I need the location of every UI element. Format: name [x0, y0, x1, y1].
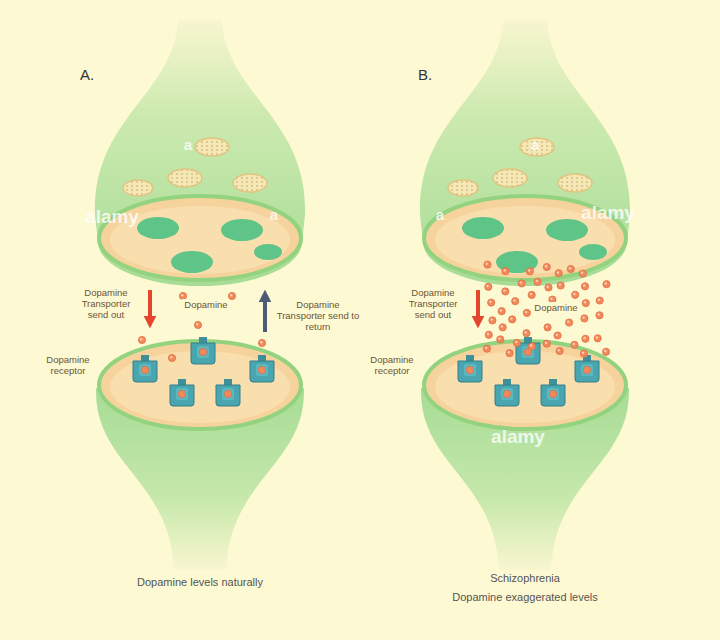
- dopamine-dot: [581, 315, 588, 322]
- watermark: a: [525, 136, 545, 153]
- dopamine-dot: [523, 309, 530, 316]
- dopamine-dot: [556, 347, 563, 354]
- panel-letter: A.: [80, 66, 120, 83]
- dopamine-dot: [572, 291, 579, 298]
- watermark: alamy: [77, 206, 147, 228]
- dopamine-dot: [502, 288, 509, 295]
- dopamine-dot: [513, 339, 520, 346]
- dopamine-dot: [603, 281, 610, 288]
- dopamine-dot: [523, 330, 530, 337]
- dopamine-dot: [554, 332, 561, 339]
- dopamine-dot: [567, 265, 574, 272]
- dopamine-dot: [488, 299, 495, 306]
- dopamine-dot: [498, 308, 505, 315]
- dopamine-dot: [603, 348, 610, 355]
- panel-letter: B.: [418, 66, 458, 83]
- dopamine-dot: [489, 317, 496, 324]
- dopamine-dot: [596, 312, 603, 319]
- caption: Dopamine exaggerated levels: [395, 591, 655, 604]
- caption: Dopamine levels naturally: [70, 576, 330, 589]
- dopamine-dots: [138, 292, 265, 361]
- dopamine-dot: [502, 268, 509, 275]
- dopamine-dot: [566, 319, 573, 326]
- dopamine-dot: [571, 341, 578, 348]
- dopamine-dot: [579, 270, 586, 277]
- dopamine-label: Dopamine: [176, 300, 236, 311]
- watermark: a: [178, 136, 198, 153]
- dopamine-dots: [483, 261, 610, 357]
- dopamine-dot: [485, 331, 492, 338]
- receptor-label: Dopamine receptor: [362, 355, 422, 377]
- dopamine-dot: [594, 335, 601, 342]
- dopamine-dot: [582, 300, 589, 307]
- watermark: a: [264, 206, 284, 223]
- dopamine-dot: [512, 298, 519, 305]
- dopamine-dot: [543, 263, 550, 270]
- dopamine-dot: [582, 335, 589, 342]
- dopamine-dot: [534, 278, 541, 285]
- dopamine-dot: [581, 283, 588, 290]
- dopamine-dot: [580, 350, 587, 357]
- release-arrow: [476, 290, 480, 322]
- dopamine-dot: [518, 280, 525, 287]
- dopamine-dot: [506, 350, 513, 357]
- watermark: a: [430, 206, 450, 223]
- dopamine-dot: [497, 336, 504, 343]
- dopamine-dot: [509, 316, 516, 323]
- dopamine-dot: [544, 324, 551, 331]
- dopamine-dot: [557, 282, 564, 289]
- watermark: alamy: [483, 426, 553, 448]
- watermark: alamy: [573, 202, 643, 224]
- dopamine-dot: [596, 297, 603, 304]
- caption: Schizophrenia: [395, 572, 655, 585]
- transporter-label: Dopamine Transporter send to return: [276, 300, 360, 333]
- transporter-label: Dopamine Transporter send out: [398, 288, 468, 321]
- release-arrow: [148, 290, 152, 322]
- dopamine-dot: [499, 324, 506, 331]
- dopamine-dot: [555, 270, 562, 277]
- dopamine-dot: [528, 343, 535, 350]
- transporter-label: Dopamine Transporter send out: [71, 288, 141, 321]
- dopamine-label: Dopamine: [526, 303, 586, 314]
- dopamine-dot: [528, 291, 535, 298]
- receptor-label: Dopamine receptor: [38, 355, 98, 377]
- dopamine-dot: [545, 284, 552, 291]
- dopamine-dot: [484, 261, 491, 268]
- dopamine-dot: [543, 340, 550, 347]
- reuptake-arrow: [263, 296, 267, 332]
- dopamine-dot: [526, 268, 533, 275]
- dopamine-dot: [485, 283, 492, 290]
- dopamine-dot: [483, 345, 490, 352]
